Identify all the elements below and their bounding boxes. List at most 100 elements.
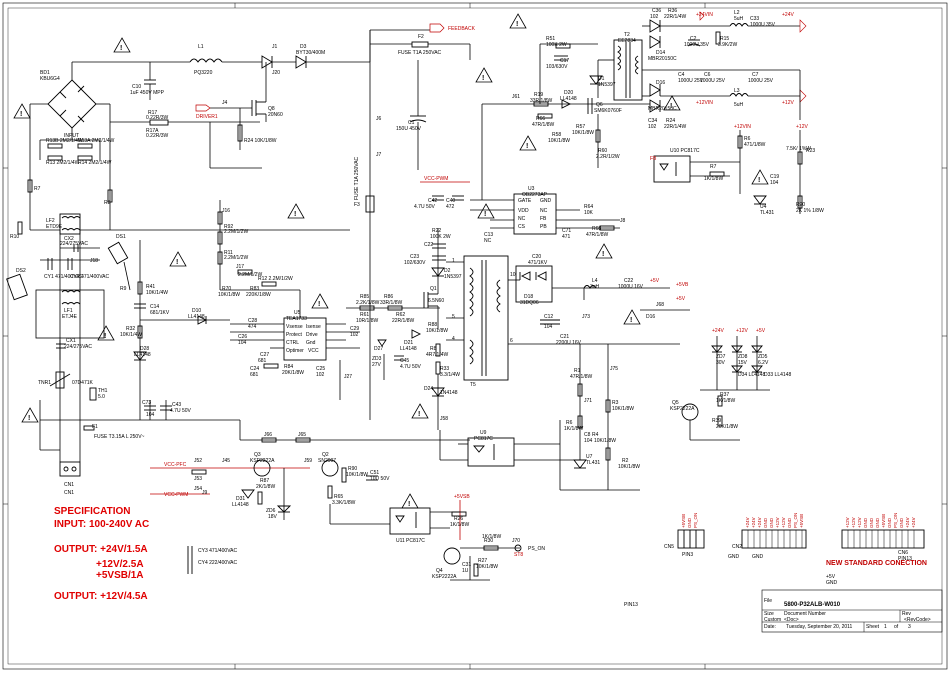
svg-text:6.5N60: 6.5N60 — [428, 298, 444, 304]
net-vccpfc: VCC-PFC — [164, 462, 187, 468]
svg-text:U10 PC817C: U10 PC817C — [670, 148, 700, 154]
svg-text:D21: D21 — [404, 340, 413, 346]
svg-text:C1: C1 — [408, 120, 415, 126]
svg-text:EE2834: EE2834 — [618, 38, 636, 44]
svg-text:6: 6 — [510, 338, 513, 344]
svg-text:C19: C19 — [770, 174, 779, 180]
svg-text:R83: R83 — [250, 286, 259, 292]
svg-text:31DQ06: 31DQ06 — [520, 300, 539, 306]
svg-text:NC: NC — [540, 208, 548, 214]
svg-text:5: 5 — [452, 314, 455, 320]
svg-text:ETJ4E: ETJ4E — [62, 314, 78, 320]
svg-text:D10: D10 — [192, 308, 201, 314]
svg-text:1K/1/8W: 1K/1/8W — [704, 176, 723, 182]
svg-text:U4: U4 — [760, 204, 767, 210]
svg-text:33R/1/8W: 33R/1/8W — [530, 98, 553, 104]
svg-text:ETD9E: ETD9E — [46, 224, 63, 230]
svg-text:102: 102 — [350, 332, 359, 338]
transformer-t5: T5 — [463, 255, 509, 388]
svg-text:4.7U 50V: 4.7U 50V — [414, 204, 436, 210]
svg-text:3.9K/2W: 3.9K/2W — [718, 42, 737, 48]
svg-text:R57: R57 — [576, 124, 585, 130]
svg-text:10K: 10K — [584, 210, 594, 216]
svg-text:CN2: CN2 — [732, 544, 742, 550]
svg-text:J68: J68 — [656, 302, 664, 308]
net-vccpwm: VCC-PWM — [164, 492, 188, 498]
tb-rev-label: Rev — [902, 611, 911, 617]
svg-text:1K/1/8W: 1K/1/8W — [482, 534, 501, 540]
svg-text:2200U 16V: 2200U 16V — [556, 340, 582, 346]
svg-text:ZD8: ZD8 — [738, 354, 748, 360]
net-24v: +24V — [782, 12, 794, 18]
svg-text:KSP2222A: KSP2222A — [250, 458, 275, 464]
svg-text:R22: R22 — [432, 228, 441, 234]
svg-text:J71: J71 — [584, 398, 592, 404]
svg-text:471/1KV: 471/1KV — [528, 260, 548, 266]
tb-custom: Custom — [764, 617, 782, 623]
svg-text:J16: J16 — [222, 208, 230, 214]
svg-text:MBR20150C: MBR20150C — [648, 106, 677, 112]
svg-text:104: 104 — [544, 324, 553, 330]
svg-text:VCC: VCC — [308, 348, 319, 354]
svg-text:R33: R33 — [440, 366, 449, 372]
spec-output-24v: OUTPUT: +24V/1.5A — [54, 544, 148, 555]
svg-text:R24: R24 — [666, 118, 675, 124]
svg-text:GND: GND — [787, 517, 792, 528]
svg-text:ZD6: ZD6 — [266, 508, 276, 514]
svg-text:C71: C71 — [562, 228, 571, 234]
optocoupler-u9: U9 PC817C — [467, 430, 515, 467]
svg-text:CY2 471/400VAC: CY2 471/400VAC — [70, 274, 109, 280]
connector-cn2: CN2 GND +24V +24V +24V GND GND +12V +12V… — [732, 513, 807, 560]
svg-text:R37: R37 — [720, 392, 729, 398]
spark-gap-ds2: DS2 — [6, 268, 28, 301]
svg-text:J18: J18 — [90, 258, 98, 264]
svg-text:TL431: TL431 — [586, 460, 600, 466]
svg-text:R3: R3 — [612, 400, 619, 406]
svg-text:LL4148: LL4148 — [400, 346, 417, 352]
svg-text:10K/1/8W: 10K/1/8W — [426, 328, 448, 334]
svg-text:MBR20150C: MBR20150C — [648, 56, 677, 62]
svg-text:GND: GND — [899, 517, 904, 528]
cy4-label: CY4 222/400VAC — [198, 560, 237, 566]
svg-text:R84: R84 — [284, 364, 293, 370]
svg-text:J9: J9 — [202, 490, 208, 496]
svg-text:C22: C22 — [424, 242, 433, 248]
svg-text:18V: 18V — [268, 514, 278, 520]
svg-text:R58: R58 — [552, 132, 561, 138]
svg-text:1K/1/8W: 1K/1/8W — [716, 398, 735, 404]
svg-text:20K/1/8W: 20K/1/8W — [282, 370, 304, 376]
svg-text:PS_ON: PS_ON — [793, 513, 798, 528]
svg-text:GATE: GATE — [518, 198, 532, 204]
tb-file-label: File — [764, 598, 773, 604]
svg-text:J54: J54 — [194, 486, 202, 492]
svg-text:102: 102 — [650, 14, 659, 20]
svg-text:C8: C8 — [584, 432, 591, 438]
svg-text:!: ! — [670, 103, 672, 110]
svg-text:R13 2M2/1/4W: R13 2M2/1/4W — [46, 160, 80, 166]
svg-text:07D471K: 07D471K — [72, 380, 94, 386]
tb-date: Tuesday, September 20, 2011 — [786, 624, 853, 630]
svg-text:R2: R2 — [622, 458, 629, 464]
svg-text:PS_ON: PS_ON — [893, 513, 898, 528]
net-driver1: DRIVER1 — [196, 114, 218, 120]
svg-text:474: 474 — [248, 324, 257, 330]
svg-text:10R/1/8W: 10R/1/8W — [356, 318, 379, 324]
svg-text:U5: U5 — [294, 310, 301, 316]
svg-text:R12 2.2M/1/2W: R12 2.2M/1/2W — [258, 276, 293, 282]
svg-text:U9: U9 — [480, 430, 487, 436]
svg-text:ZD7: ZD7 — [716, 354, 726, 360]
tb-date-label: Date: — [764, 624, 776, 630]
spec-input: INPUT: 100-240V AC — [54, 519, 150, 530]
svg-text:+24V: +24V — [911, 517, 916, 528]
svg-text:R32: R32 — [126, 326, 135, 332]
svg-text:DS1: DS1 — [116, 234, 126, 240]
svg-text:R19: R19 — [534, 92, 543, 98]
svg-text:681: 681 — [250, 372, 259, 378]
svg-text:471: 471 — [562, 234, 571, 240]
svg-text:3.3K/1/8W: 3.3K/1/8W — [332, 500, 356, 506]
svg-text:R4: R4 — [592, 432, 599, 438]
transformer-t2: T2 EE2834 — [613, 32, 643, 101]
svg-text:C12: C12 — [544, 314, 553, 320]
svg-text:+12V: +12V — [857, 517, 862, 528]
